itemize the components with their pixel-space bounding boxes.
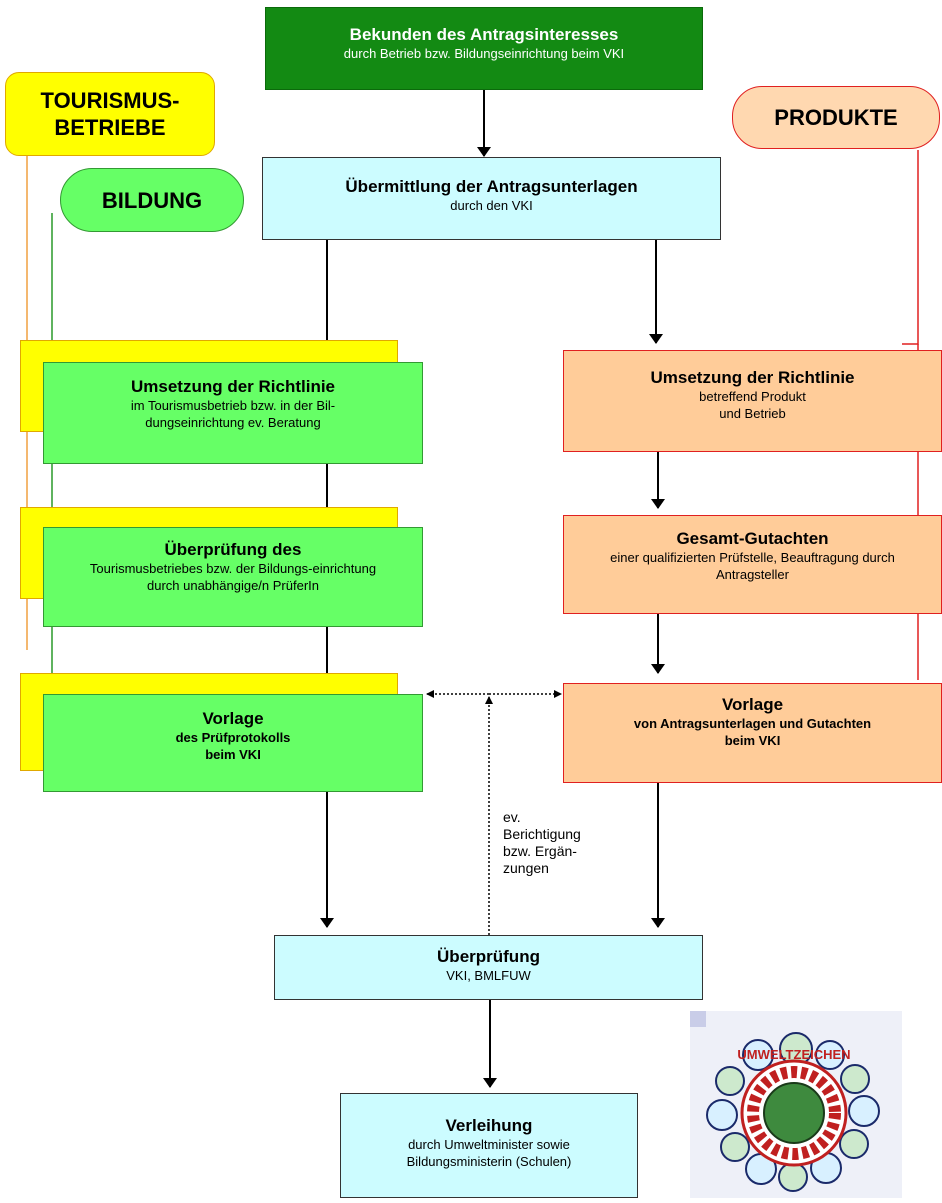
umweltzeichen-logo-icon: UMWELTZEICHEN [690,1011,902,1198]
left-vorlage-box: Vorlage des Prüfprotokolls beim VKI [43,694,423,792]
left-vorlage-sub: des Prüfprotokolls beim VKI [175,730,291,762]
left-umsetzung-title: Umsetzung der Richtlinie [130,377,336,396]
verleihung-box: Verleihung durch Umweltminister sowie Bi… [340,1093,638,1198]
bildung-label: BILDUNG [60,168,244,232]
uebermittlung-sub: durch den VKI [450,198,533,213]
antragsinteresse-title: Bekunden des Antragsinteresses [349,25,619,44]
left-pruefung-box: Überprüfung des Tourismusbetriebes bzw. … [43,527,423,627]
right-gutachten-sub: einer qualifizierten Prüfstelle, Beauftr… [610,550,895,582]
ueberpruefung-sub: VKI, BMLFUW [446,968,531,983]
tourismus-label: TOURISMUS-BETRIEBE [5,72,215,156]
right-umsetzung-sub: betreffend Produkt und Betrieb [699,389,806,421]
berichtigung-label: ev. Berichtigung bzw. Ergän-zungen [503,809,581,876]
antragsinteresse-sub: durch Betrieb bzw. Bildungseinrichtung b… [343,46,625,61]
ueberpruefung-title: Überprüfung [437,947,540,966]
verleihung-title: Verleihung [445,1116,533,1135]
right-umsetzung-title: Umsetzung der Richtlinie [650,368,855,387]
antragsinteresse-box: Bekunden des Antragsinteresses durch Bet… [265,7,703,90]
uebermittlung-box: Übermittlung der Antragsunterlagen durch… [262,157,721,240]
right-umsetzung-box: Umsetzung der Richtlinie betreffend Prod… [563,350,942,452]
uebermittlung-title: Übermittlung der Antragsunterlagen [345,177,638,196]
ueberpruefung-box: Überprüfung VKI, BMLFUW [274,935,703,1000]
left-pruefung-title: Überprüfung des [164,540,302,559]
right-gutachten-box: Gesamt-Gutachten einer qualifizierten Pr… [563,515,942,614]
left-vorlage-title: Vorlage [202,709,264,728]
right-vorlage-sub: von Antragsunterlagen und Gutachten beim… [633,716,872,748]
produkte-label: PRODUKTE [732,86,940,149]
right-gutachten-title: Gesamt-Gutachten [676,529,829,548]
umweltzeichen-logo-svg: UMWELTZEICHEN [690,1011,880,1192]
right-vorlage-title: Vorlage [721,695,784,714]
left-umsetzung-sub: im Tourismusbetrieb bzw. in der Bil-dung… [130,398,336,430]
svg-text:UMWELTZEICHEN: UMWELTZEICHEN [737,1047,850,1062]
left-pruefung-sub: Tourismusbetriebes bzw. der Bildungs-ein… [89,561,377,593]
produkte-line [902,150,919,345]
right-vorlage-box: Vorlage von Antragsunterlagen und Gutach… [563,683,942,783]
left-umsetzung-box: Umsetzung der Richtlinie im Tourismusbet… [43,362,423,464]
verleihung-sub: durch Umweltminister sowie Bildungsminis… [406,1137,572,1169]
